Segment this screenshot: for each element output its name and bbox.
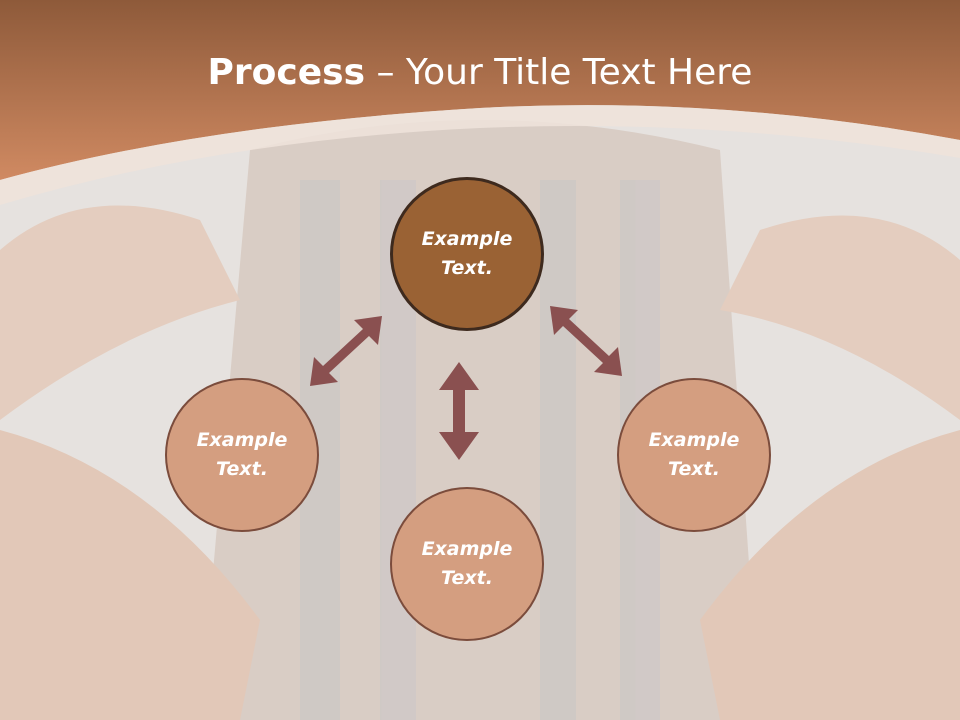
arrow-vertical [439,362,479,460]
slide-title: Process – Your Title Text Here [0,52,960,93]
header-band [0,0,960,180]
faded-left-arm [0,205,240,420]
header-swoosh [0,105,960,205]
node-bottom-text: Example Text. [421,538,513,589]
node-bottom: Example Text. [390,487,544,641]
node-top-text: Example Text. [421,228,513,279]
title-bold: Process [207,52,366,93]
arrow-left-diagonal [310,316,382,386]
node-right-text: Example Text. [648,429,740,480]
node-left: Example Text. [165,378,319,532]
node-left-text: Example Text. [196,429,288,480]
faded-right-leg [700,430,960,720]
title-rest: – Your Title Text Here [365,52,753,93]
node-top: Example Text. [390,177,544,331]
node-right: Example Text. [617,378,771,532]
arrow-right-diagonal [550,306,622,376]
faded-left-leg [0,430,260,720]
faded-right-arm [720,215,960,420]
